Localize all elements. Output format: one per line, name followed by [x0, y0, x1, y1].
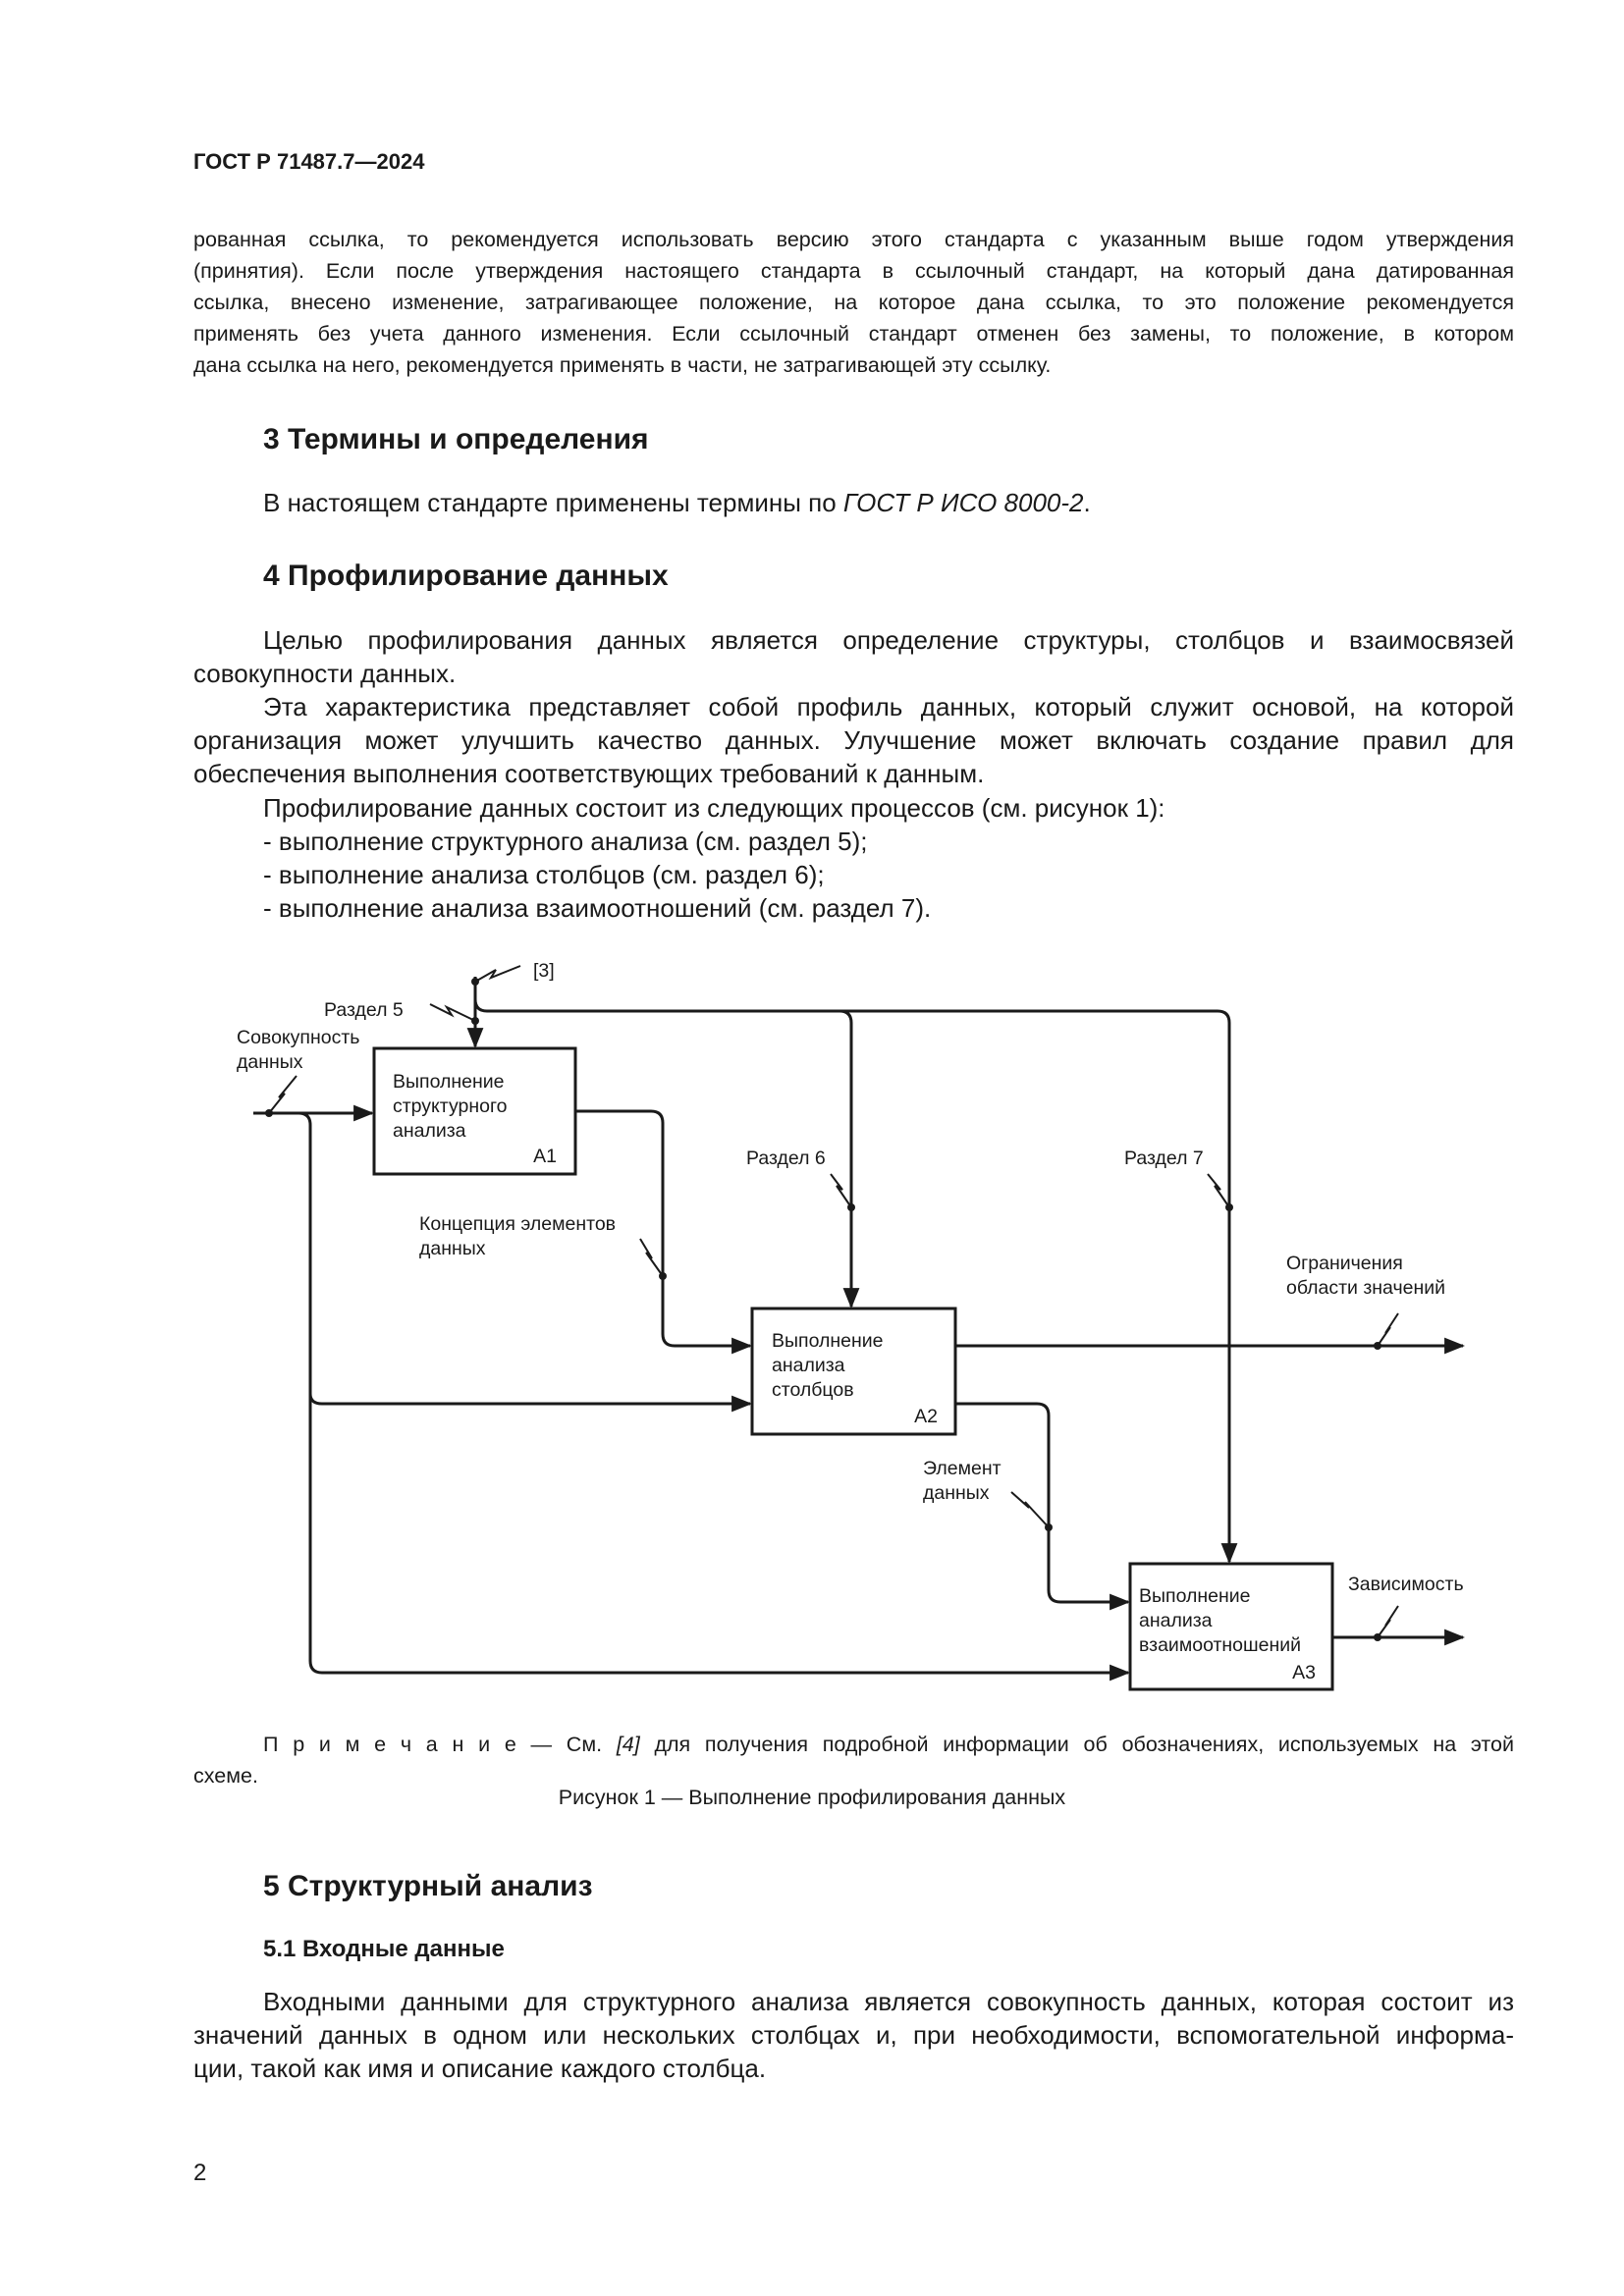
section-4-para2: Эта характеристика представляет собой пр…: [193, 690, 1514, 790]
label-concept-line1: Концепция элементов: [419, 1213, 616, 1235]
a2-output-a3-arrow: [955, 1402, 1131, 1611]
intro-line: применять без учета данного изменения. Е…: [193, 322, 1514, 346]
section-3-text-suffix: .: [1083, 488, 1091, 517]
squiggle-connector: [1377, 1312, 1399, 1347]
label-razdel5: Раздел 5: [324, 999, 404, 1021]
a1-title-line3: анализа: [393, 1120, 466, 1142]
a3-code: A3: [1292, 1662, 1316, 1683]
label-constraints-line2: области значений: [1286, 1277, 1445, 1299]
a1-code: A1: [533, 1146, 557, 1167]
input-arrow-a2: [308, 1393, 753, 1413]
figure-note: П р и м е ч а н и е — См. [4] для получе…: [193, 1729, 1514, 1791]
note-label: П р и м е ч а н и е: [263, 1733, 516, 1756]
a1-title-line1: Выполнение: [393, 1071, 505, 1093]
squiggle-connector: [1377, 1605, 1399, 1638]
list-item: - выполнение структурного анализа (см. р…: [263, 827, 868, 856]
list-item: - выполнение анализа столбцов (см. разде…: [263, 860, 825, 889]
para-line: Эта характеристика представляет собой пр…: [263, 692, 1514, 721]
a3-title-line3: взаимоотношений: [1139, 1634, 1301, 1656]
section-4-para1: Целью профилирования данных является опр…: [193, 623, 1514, 690]
a1-output-arrow: [575, 1109, 753, 1355]
section-5-1-title: 5.1 Входные данные: [263, 1936, 505, 1962]
squiggle-connector: [1207, 1173, 1230, 1208]
para-line: ции, такой как имя и описание каждого ст…: [193, 2054, 767, 2083]
a1-title-line2: структурного: [393, 1095, 508, 1117]
squiggle-connector: [268, 1075, 298, 1114]
note-dash: — См.: [515, 1733, 617, 1756]
control-arrow-a3: [839, 1009, 1238, 1565]
label-input-line1: Совокупность: [237, 1027, 359, 1048]
squiggle-connector: [1010, 1491, 1050, 1528]
page-number: 2: [193, 2160, 207, 2186]
label-ref3: [3]: [533, 960, 555, 982]
intro-paragraph: рованная ссылка, то рекомендуется исполь…: [193, 224, 1514, 381]
a2-title-line1: Выполнение: [772, 1330, 884, 1352]
note-line: схеме.: [193, 1764, 258, 1788]
a3-title-line1: Выполнение: [1139, 1585, 1251, 1607]
section-3-text-prefix: В настоящем стандарте применены термины …: [263, 488, 843, 517]
section-5-1-para: Входными данными для структурного анализ…: [193, 1985, 1514, 2085]
label-dependency: Зависимость: [1348, 1574, 1464, 1595]
a2-title-line3: столбцов: [772, 1379, 854, 1401]
para-line: Входными данными для структурного анализ…: [263, 1987, 1514, 2016]
intro-line: ссылка, внесено изменение, затрагивающее…: [193, 291, 1514, 314]
section-4-title: 4 Профилирование данных: [263, 560, 669, 592]
section-4-para3: Профилирование данных состоит из следующ…: [263, 793, 1165, 823]
label-input-line2: данных: [237, 1051, 303, 1073]
section-3-title: 3 Термины и определения: [263, 423, 649, 455]
label-concept-line2: данных: [419, 1238, 486, 1259]
squiggle-connector: [830, 1173, 852, 1208]
para-line: значений данных в одном или нескольких с…: [193, 2020, 1514, 2050]
section-3-text: В настоящем стандарте применены термины …: [263, 488, 1091, 518]
para-line: обеспечения выполнения соответствующих т…: [193, 759, 985, 788]
label-razdel7: Раздел 7: [1124, 1148, 1204, 1169]
a2-code: A2: [914, 1406, 938, 1427]
label-razdel6: Раздел 6: [746, 1148, 826, 1169]
squiggle-connector: [639, 1238, 664, 1277]
input-arrow-a3: [298, 1111, 1131, 1682]
a2-title-line2: анализа: [772, 1355, 845, 1376]
intro-line: рованная ссылка, то рекомендуется исполь…: [193, 228, 1514, 251]
squiggle-connector: [474, 965, 521, 983]
para-line: Целью профилирования данных является опр…: [263, 625, 1514, 655]
intro-line: дана ссылка на него, рекомендуется приме…: [193, 353, 1052, 377]
idef0-diagram: [3] Раздел 5 Совокупность данных Выполне…: [237, 960, 1466, 1691]
list-item: - выполнение анализа взаимоотношений (см…: [263, 893, 932, 923]
note-text: для получения подробной информации об об…: [639, 1733, 1514, 1756]
label-element-line1: Элемент: [923, 1458, 1001, 1479]
para-line: совокупности данных.: [193, 659, 457, 688]
label-element-line2: данных: [923, 1482, 990, 1504]
intro-line: (принятия). Если после утверждения насто…: [193, 259, 1514, 283]
note-line: П р и м е ч а н и е — См. [4] для получе…: [193, 1729, 1514, 1760]
section-5-title: 5 Структурный анализ: [263, 1870, 593, 1902]
label-constraints-line1: Ограничения: [1286, 1253, 1403, 1274]
figure-caption: Рисунок 1 — Выполнение профилирования да…: [558, 1786, 1066, 1809]
a3-title-line2: анализа: [1139, 1610, 1213, 1631]
document-header: ГОСТ Р 71487.7—2024: [193, 149, 425, 174]
para-line: организация может улучшить качество данн…: [193, 725, 1514, 755]
note-reference: [4]: [616, 1733, 640, 1756]
squiggle-connector: [429, 1003, 476, 1022]
gost-reference: ГОСТ Р ИСО 8000-2: [842, 488, 1084, 517]
